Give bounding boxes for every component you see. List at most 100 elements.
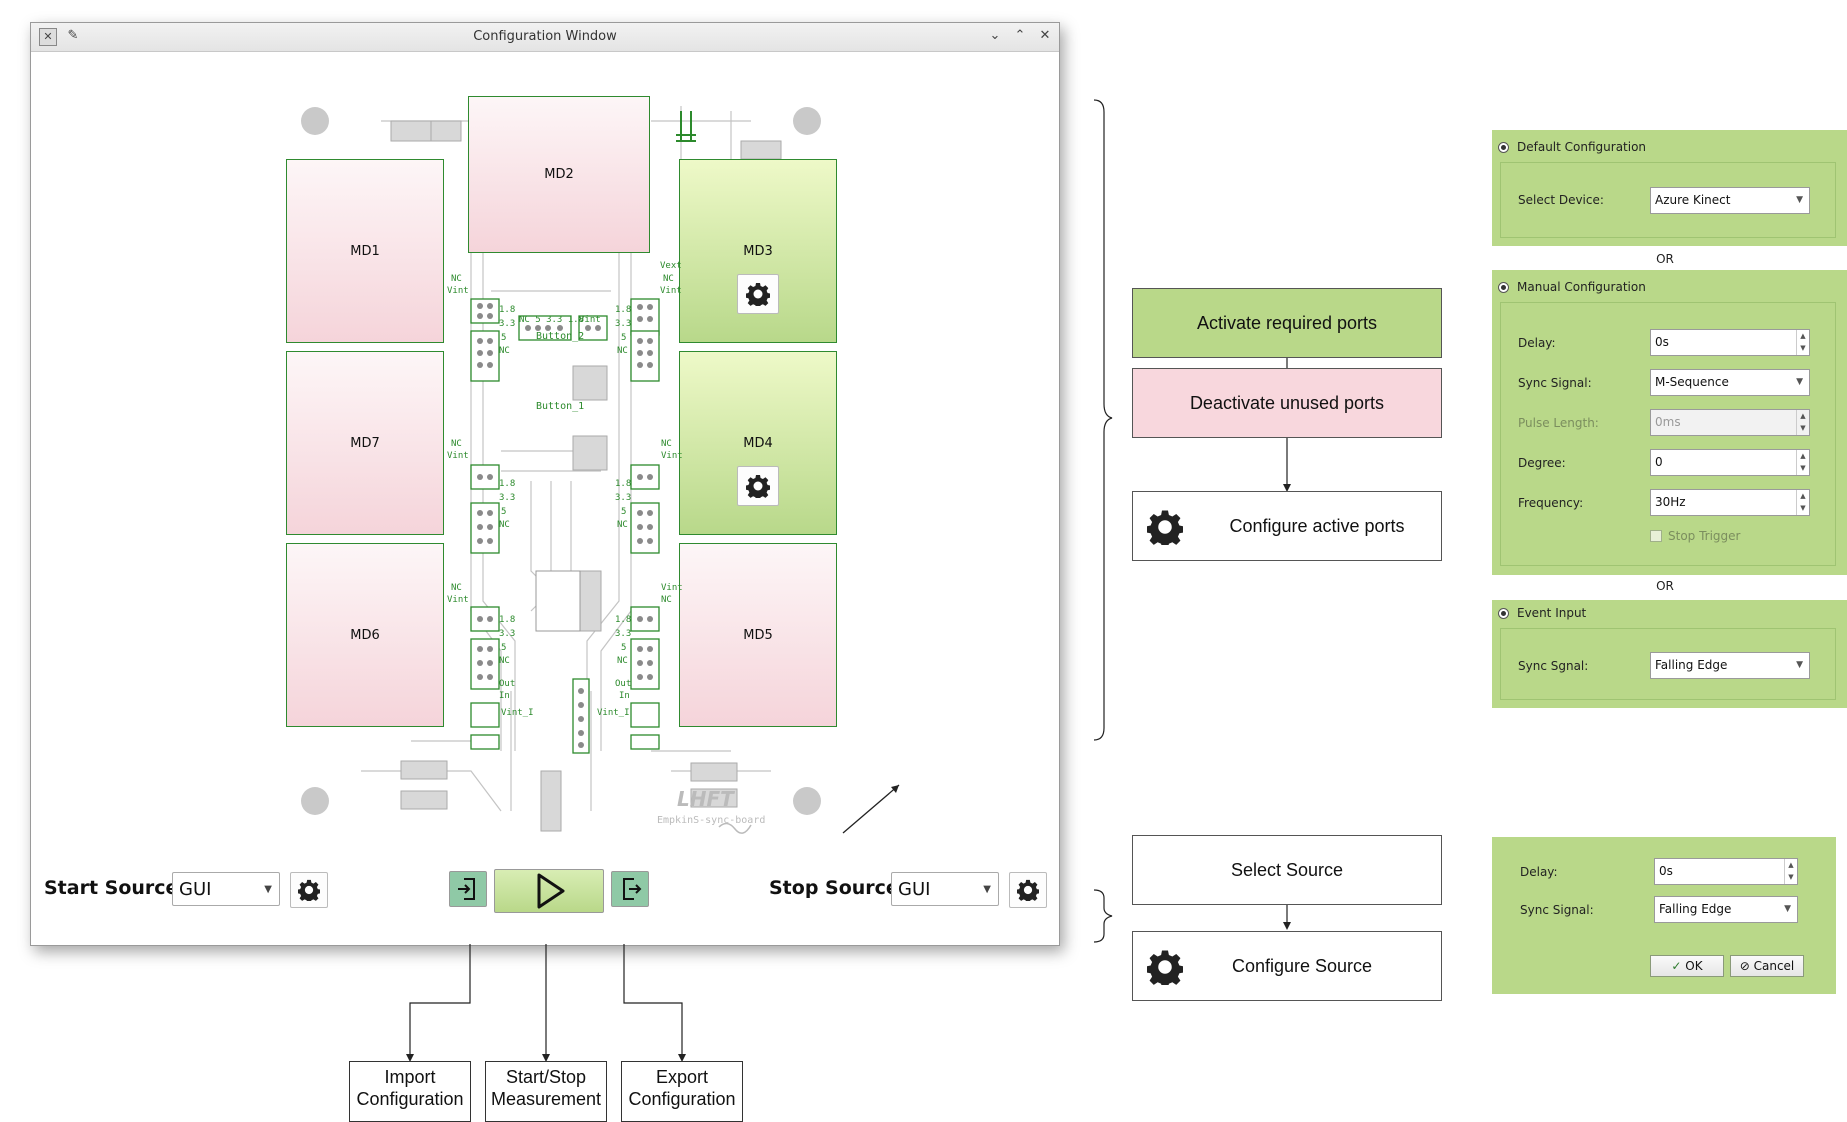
source-delay-value: 0s — [1659, 864, 1673, 878]
maximize-icon[interactable]: ⌃ — [1014, 28, 1026, 43]
event-sync-value: Falling Edge — [1655, 658, 1728, 672]
callout-line: Import — [384, 1067, 436, 1087]
module-label: MD1 — [350, 243, 380, 259]
spin-arrows-icon[interactable]: ▲▼ — [1796, 330, 1809, 355]
pulse-length-label: Pulse Length: — [1518, 416, 1599, 430]
stop-source-select[interactable]: GUI ▼ — [891, 872, 999, 906]
module-label: MD6 — [350, 627, 380, 643]
stop-source-value: GUI — [898, 879, 931, 900]
module-md7[interactable]: MD7 — [286, 351, 444, 535]
gear-icon — [746, 475, 770, 498]
frequency-value: 30Hz — [1655, 495, 1686, 509]
callout-line: Start/Stop — [505, 1067, 587, 1087]
configure-ports-box: Configure active ports — [1132, 491, 1442, 561]
board-name: EmpkinS-sync-board — [657, 815, 766, 826]
degree-spinbox[interactable]: 0 ▲▼ — [1650, 449, 1810, 476]
pulse-length-value: 0ms — [1655, 415, 1681, 429]
pin-icon[interactable]: ✎ — [67, 28, 79, 43]
pin-label: Vint_I — [597, 708, 630, 718]
ok-label: OK — [1685, 959, 1703, 973]
source-sync-dropdown[interactable]: Falling Edge ▼ — [1654, 896, 1798, 923]
export-config-button[interactable] — [611, 871, 649, 907]
pin-label: 3.3 — [499, 319, 516, 329]
degree-value: 0 — [1655, 455, 1663, 469]
import-config-button[interactable] — [449, 871, 487, 907]
spin-arrows-icon[interactable]: ▲▼ — [1796, 490, 1809, 515]
pin-label: Out — [499, 679, 516, 689]
pin-label: 1.8 — [615, 479, 632, 489]
frequency-spinbox[interactable]: 30Hz ▲▼ — [1650, 489, 1810, 516]
pin-label: 1.8 — [615, 305, 632, 315]
select-device-value: Azure Kinect — [1655, 193, 1731, 207]
sync-signal-label: Sync Signal: — [1518, 376, 1592, 390]
start-source-label: Start Source: — [44, 877, 187, 899]
spin-arrows-icon[interactable]: ▲▼ — [1784, 859, 1797, 884]
md4-settings-button[interactable] — [737, 466, 779, 506]
window-title: Configuration Window — [473, 29, 617, 44]
manual-config-radio[interactable] — [1498, 282, 1509, 293]
pin-label: 3.3 — [499, 629, 516, 639]
module-md2[interactable]: MD2 — [468, 96, 650, 253]
pin-label: NC — [617, 656, 628, 666]
configure-ports-text: Configure active ports — [1229, 515, 1405, 536]
select-device-dropdown[interactable]: Azure Kinect ▼ — [1650, 187, 1810, 214]
pin-label: In — [619, 691, 630, 701]
module-label: MD3 — [743, 244, 773, 259]
pin-label: 5 — [501, 333, 507, 343]
configuration-window: ✕ ✎ Configuration Window ⌄ ⌃ ✕ — [30, 22, 1060, 946]
start-stop-button[interactable] — [494, 869, 604, 913]
cancel-icon: ⊘ — [1739, 959, 1750, 973]
export-callout: Export Configuration — [621, 1061, 743, 1122]
source-delay-spinbox[interactable]: 0s ▲▼ — [1654, 858, 1798, 885]
close-icon[interactable]: ✕ — [1039, 28, 1051, 43]
cancel-button[interactable]: ⊘ Cancel — [1730, 955, 1804, 977]
select-source-box: Select Source — [1132, 835, 1442, 905]
event-sync-label: Sync Sgnal: — [1518, 659, 1589, 673]
deactivate-ports-box: Deactivate unused ports — [1132, 368, 1442, 438]
pin-label: NC — [451, 274, 462, 284]
pin-label: NC — [451, 439, 462, 449]
pin-label: 5 — [621, 507, 627, 517]
gear-icon — [1147, 510, 1183, 545]
pin-label: 3.3 — [615, 493, 632, 503]
pin-label: Out — [615, 679, 632, 689]
start-source-select[interactable]: GUI ▼ — [172, 872, 280, 906]
module-md4[interactable]: MD4 — [679, 351, 837, 535]
start-source-settings-button[interactable] — [290, 872, 328, 908]
default-config-radio[interactable] — [1498, 142, 1509, 153]
delay-value: 0s — [1655, 335, 1669, 349]
event-input-panel: Event Input Sync Sgnal: Falling Edge ▼ — [1492, 600, 1847, 708]
pin-label: NC — [663, 274, 674, 284]
delay-spinbox[interactable]: 0s ▲▼ — [1650, 329, 1810, 356]
pin-label: NC — [617, 520, 628, 530]
pin-label: NC — [617, 346, 628, 356]
sync-signal-dropdown[interactable]: M-Sequence ▼ — [1650, 369, 1810, 396]
pin-label: NC — [661, 595, 672, 605]
stop-trigger-checkbox[interactable] — [1650, 530, 1662, 542]
gear-icon — [1147, 950, 1183, 985]
minimize-icon[interactable]: ⌄ — [989, 28, 1001, 43]
sync-signal-value: M-Sequence — [1655, 375, 1729, 389]
md3-settings-button[interactable] — [737, 274, 779, 314]
pin-label: Vint — [661, 451, 683, 461]
mounting-hole — [793, 787, 821, 815]
pin-label: 5 — [501, 507, 507, 517]
module-md1[interactable]: MD1 — [286, 159, 444, 343]
stop-source-settings-button[interactable] — [1009, 872, 1047, 908]
chevron-down-icon: ▼ — [1796, 195, 1803, 205]
degree-label: Degree: — [1518, 456, 1566, 470]
event-sync-dropdown[interactable]: Falling Edge ▼ — [1650, 652, 1810, 679]
event-input-radio[interactable] — [1498, 608, 1509, 619]
default-config-group: Select Device: Azure Kinect ▼ — [1500, 162, 1836, 238]
spin-arrows-icon[interactable]: ▲▼ — [1796, 450, 1809, 475]
ok-button[interactable]: ✓ OK — [1650, 955, 1724, 977]
pin-label: In — [499, 691, 510, 701]
pin-label: 5 — [621, 333, 627, 343]
or-separator: OR — [1656, 252, 1674, 266]
header-label: NC 5 3.3 1.8 — [519, 315, 585, 325]
pin-label: 1.8 — [499, 479, 516, 489]
pin-label: NC — [499, 656, 510, 666]
module-md3[interactable]: MD3 — [679, 159, 837, 343]
module-md5[interactable]: MD5 — [679, 543, 837, 727]
module-md6[interactable]: MD6 — [286, 543, 444, 727]
